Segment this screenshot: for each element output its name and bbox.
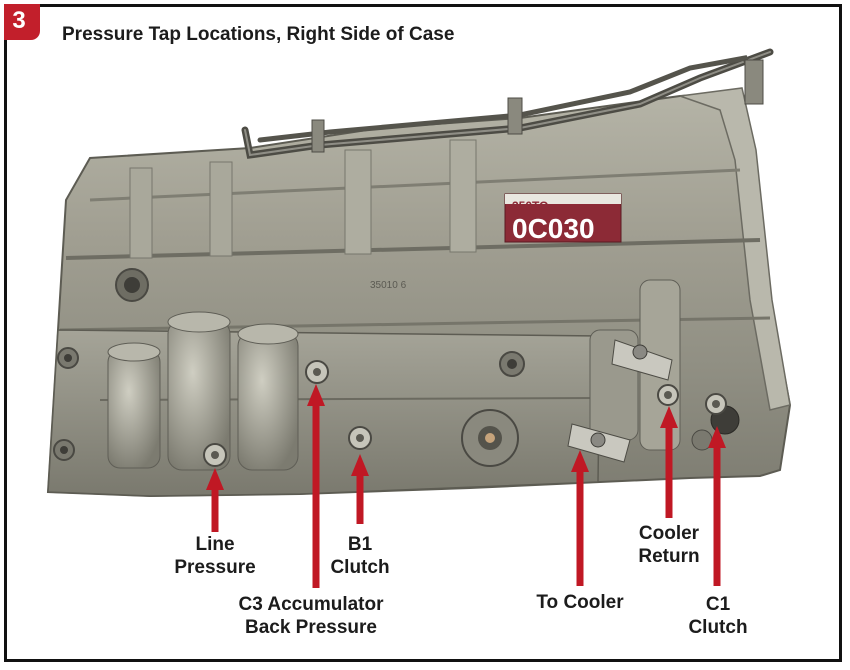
- case-rib: [209, 161, 233, 257]
- label-b1-clutch: B1 Clutch: [330, 534, 390, 578]
- figure-number: 3: [12, 7, 26, 34]
- label-c3-accumulator: C3 Accumulator Back Pressure: [238, 594, 384, 638]
- tap-plug-cooler-return: [657, 384, 679, 406]
- tag-line-1: 350TO: [512, 199, 548, 213]
- tap-plug-c3-accumulator: [305, 360, 329, 384]
- arrow-c3-accumulator: [307, 384, 325, 588]
- arrow-cooler-return: [660, 406, 678, 518]
- line-fitting: [507, 97, 523, 135]
- label-c1-clutch: C1 Clutch: [688, 594, 748, 638]
- cooler-line: [257, 55, 763, 143]
- case-rib: [344, 149, 372, 255]
- cooler-fitting: [611, 339, 673, 381]
- tag-line-2: 0C030: [512, 213, 595, 244]
- figure-number-badge: 3: [4, 4, 40, 40]
- tap-plug-line-pressure: [203, 443, 227, 467]
- arrow-c1-clutch: [708, 426, 726, 586]
- cast-mark: 35010 6: [370, 280, 407, 291]
- case-rib: [129, 167, 153, 259]
- case-rib: [449, 139, 477, 253]
- bell-housing: [679, 87, 791, 411]
- tap-plug-b1-clutch: [348, 426, 372, 450]
- label-cooler-return: Cooler Return: [638, 523, 700, 567]
- arrow-to-cooler: [571, 450, 589, 586]
- accumulator-boss: [107, 349, 161, 469]
- figure-title: Pressure Tap Locations, Right Side of Ca…: [62, 24, 455, 45]
- label-line-pressure: Line Pressure: [174, 534, 256, 578]
- label-to-cooler: To Cooler: [536, 592, 624, 613]
- accumulator-boss: [237, 331, 299, 471]
- arrow-b1-clutch: [351, 454, 369, 524]
- line-fitting: [744, 59, 764, 105]
- line-fitting: [311, 119, 325, 153]
- arrow-line-pressure: [206, 468, 224, 532]
- tap-plug-c1-clutch: [705, 393, 727, 415]
